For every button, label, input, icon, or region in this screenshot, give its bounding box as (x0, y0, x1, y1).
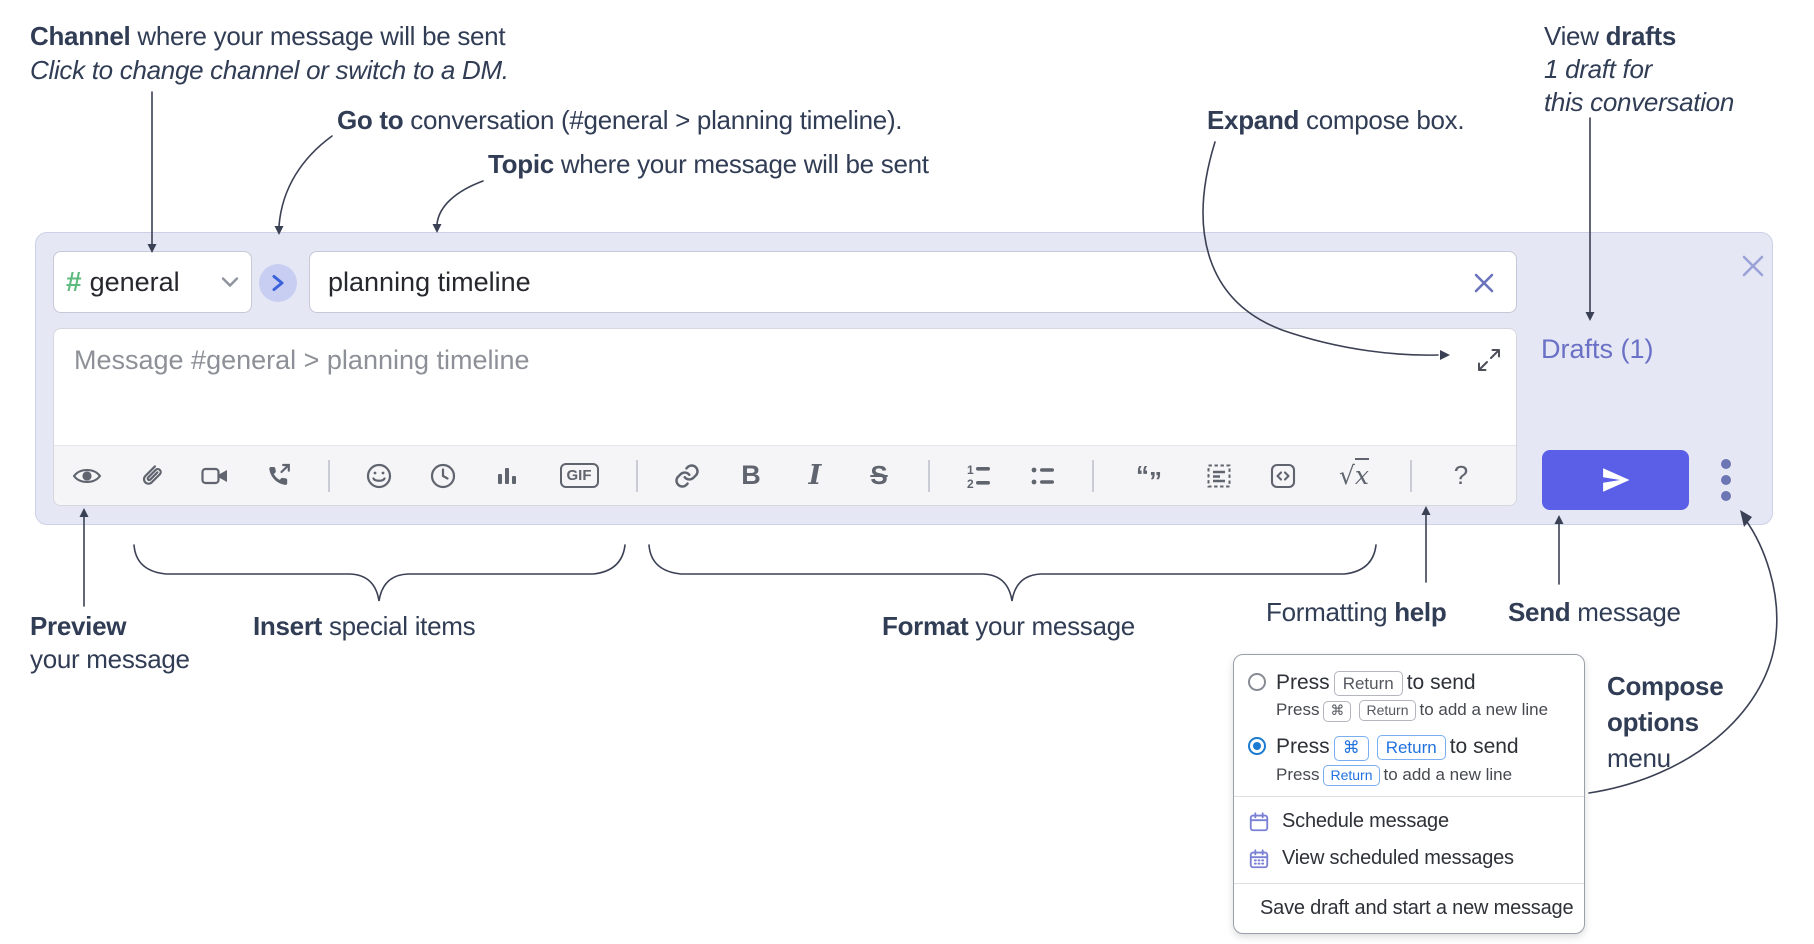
dot (1721, 491, 1731, 501)
close-icon[interactable] (1732, 245, 1774, 287)
calendar-scheduled-icon (1249, 848, 1269, 868)
cmd-key: ⌘ (1333, 736, 1369, 761)
bold-icon[interactable]: B (741, 460, 761, 490)
inline-code-icon[interactable] (1268, 454, 1298, 498)
code-block-icon[interactable] (1204, 454, 1234, 498)
compose-box: # general (35, 232, 1773, 525)
insert-annotation: Insert special items (253, 611, 476, 641)
return-key: Return (1376, 735, 1446, 760)
menu-item-save-draft[interactable]: Save draft and start a new message (1234, 890, 1584, 927)
drafts-link[interactable]: Drafts (1) (1541, 334, 1654, 364)
toolbar-divider (328, 459, 330, 492)
clear-topic-icon[interactable] (1468, 267, 1500, 299)
dot (1721, 475, 1731, 485)
math-latex-icon[interactable]: √x (1332, 454, 1376, 498)
preview-annotation: Preview your message (30, 611, 190, 674)
compose-options-annotation: Compose options menu (1607, 671, 1724, 773)
expand-compose-icon[interactable] (1472, 343, 1506, 377)
format-annotation: Format your message (882, 611, 1135, 641)
channel-selector[interactable]: # general (53, 251, 252, 313)
toolbar-divider (1092, 459, 1094, 492)
message-input[interactable] (54, 329, 1516, 445)
draft-section: Save draft and start a new message (1234, 883, 1584, 933)
cmd-key: ⌘ (1323, 701, 1352, 722)
chevron-right-icon (272, 275, 284, 291)
radio-unselected-icon[interactable] (1248, 673, 1266, 691)
quote-icon[interactable]: “” (1136, 460, 1162, 496)
bullet-list-icon[interactable] (1028, 454, 1058, 498)
send-button[interactable] (1542, 450, 1689, 510)
video-camera-icon[interactable] (200, 454, 230, 498)
toolbar-divider (636, 459, 638, 492)
view-drafts-annotation: View drafts 1 draft for this conversatio… (1544, 21, 1735, 117)
goto-annotation: Go to conversation (#general > planning … (337, 105, 903, 135)
topic-input[interactable] (310, 252, 1516, 312)
return-key: Return (1359, 700, 1416, 721)
gif-icon[interactable]: GIF (556, 454, 602, 498)
help-question-icon[interactable]: ? (1453, 460, 1469, 490)
return-key: Return (1323, 765, 1380, 786)
compose-options-button[interactable] (1708, 453, 1744, 507)
channel-annotation: Channel where your message will be sent (30, 21, 506, 51)
menu-item-schedule-message[interactable]: Schedule message (1234, 803, 1584, 840)
goto-conversation-button[interactable] (259, 264, 297, 302)
strikethrough-icon[interactable]: S (870, 460, 888, 490)
toolbar-divider (928, 459, 930, 492)
radio-selected-icon[interactable] (1248, 737, 1266, 755)
call-phone-forward-icon[interactable] (264, 454, 294, 498)
channel-annotation-sub: Click to change channel or switch to a D… (30, 55, 509, 85)
preview-eye-icon[interactable] (72, 454, 102, 498)
channel-name: general (89, 266, 180, 297)
svg-text:1: 1 (967, 463, 974, 477)
formatting-help-annotation: Formatting help (1266, 597, 1447, 627)
italic-icon[interactable]: I (808, 460, 822, 491)
link-icon[interactable] (672, 454, 702, 498)
schedule-section: Schedule message View scheduled messages (1234, 796, 1584, 883)
emoji-smiley-icon[interactable] (364, 454, 394, 498)
message-box: GIF B I S 12 “” (53, 328, 1517, 506)
send-annotation: Send message (1508, 597, 1681, 627)
send-paper-plane-icon (1602, 468, 1629, 492)
menu-item-view-scheduled[interactable]: View scheduled messages (1234, 840, 1584, 877)
attach-paperclip-icon[interactable] (136, 454, 166, 498)
expand-annotation: Expand compose box. (1207, 105, 1465, 135)
return-key: Return (1333, 671, 1403, 696)
chevron-down-icon (221, 276, 239, 288)
svg-text:2: 2 (967, 477, 974, 490)
poll-bar-chart-icon[interactable] (492, 454, 522, 498)
dot (1721, 459, 1731, 469)
schedule-clock-icon[interactable] (428, 454, 458, 498)
toolbar-divider (1410, 459, 1412, 492)
topic-annotation: Topic where your message will be sent (488, 149, 929, 179)
topic-input-wrap (309, 251, 1517, 313)
channel-hash-icon: # (66, 266, 82, 297)
calendar-icon (1249, 811, 1269, 831)
